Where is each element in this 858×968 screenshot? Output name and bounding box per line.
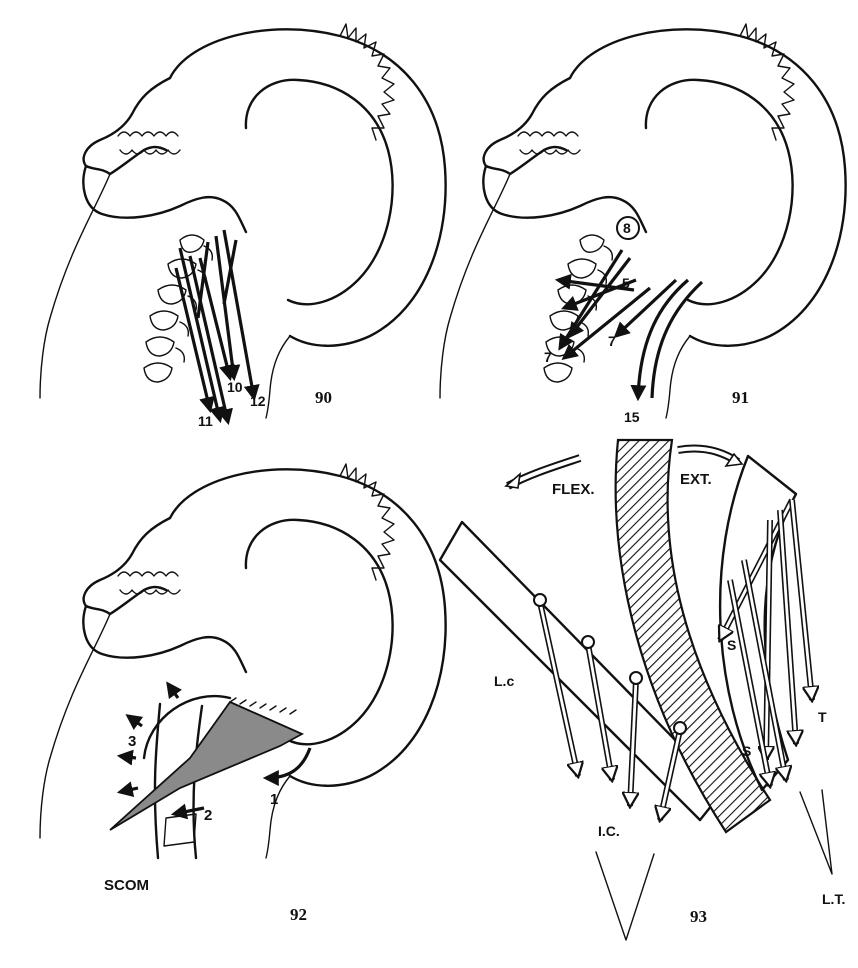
ic-wedge	[595, 851, 655, 941]
label-t: T	[818, 709, 827, 725]
label-2: 2	[204, 807, 212, 824]
figure-number-93: 93	[690, 907, 707, 926]
label-ext: EXT.	[680, 471, 712, 488]
figure-number-91: 91	[732, 388, 749, 407]
figure-93: FLEX. EXT.	[438, 438, 845, 941]
label-5: 5	[622, 275, 630, 291]
label-11: 11	[198, 413, 213, 429]
label-lt: L.T.	[822, 891, 845, 907]
figure-number-92: 92	[290, 905, 307, 924]
label-s-upper: S	[727, 637, 736, 653]
figure-92: 1 2 3 SCOM 92	[38, 462, 447, 924]
label-s-lower: S	[742, 743, 751, 759]
label-7-right: 7	[608, 333, 616, 349]
force-arrows-92	[116, 681, 312, 820]
label-flex: FLEX.	[552, 481, 595, 498]
label-10: 10	[227, 379, 243, 395]
label-7-left: 7	[544, 349, 552, 365]
figure-number-90: 90	[315, 388, 332, 407]
label-15: 15	[624, 409, 640, 425]
label-lc: L.c	[494, 673, 514, 689]
lt-wedge	[799, 789, 833, 875]
label-3: 3	[128, 733, 136, 750]
muscle-arrows-91	[554, 249, 704, 402]
label-8: 8	[623, 220, 631, 236]
figure-91: 8 5 7 7 15 91	[438, 22, 847, 425]
label-scom: SCOM	[104, 877, 149, 894]
label-ic: I.C.	[598, 823, 620, 839]
label-1: 1	[270, 791, 278, 808]
figure-90: 10 11 12 90	[38, 22, 447, 429]
hatched-band	[614, 438, 772, 834]
extensor-arrows	[717, 498, 812, 786]
muscle-arrows-90	[174, 229, 260, 426]
longus-arrows	[533, 593, 687, 820]
label-12: 12	[250, 393, 266, 409]
scom-muscle	[109, 700, 305, 831]
